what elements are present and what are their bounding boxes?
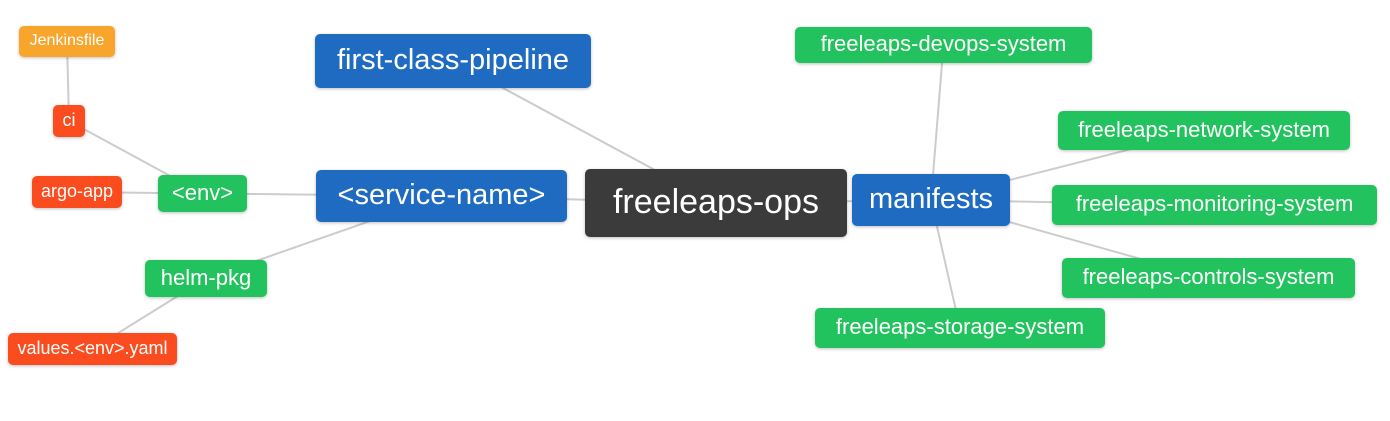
node-label: argo-app (40, 181, 114, 201)
mindmap-node-freeleaps-controls-system[interactable]: freeleaps-controls-system (1062, 258, 1355, 298)
mindmap-node-helm-pkg[interactable]: helm-pkg (145, 260, 267, 297)
mindmap-node-freeleaps-ops[interactable]: freeleaps-ops (585, 169, 847, 237)
mindmap-node-values-env-yaml[interactable]: values.<env>.yaml (8, 333, 177, 365)
node-label: manifests (868, 182, 994, 215)
node-label: freeleaps-controls-system (1082, 264, 1335, 289)
node-label: freeleaps-storage-system (835, 314, 1085, 339)
mindmap-node-env[interactable]: <env> (158, 175, 247, 212)
node-label: freeleaps-monitoring-system (1075, 191, 1354, 216)
node-label: values.<env>.yaml (17, 338, 168, 358)
mindmap-node-freeleaps-monitoring-system[interactable]: freeleaps-monitoring-system (1052, 185, 1377, 225)
mindmap-node-service-name[interactable]: <service-name> (316, 170, 567, 222)
node-label: Jenkinsfile (29, 31, 105, 49)
node-label: ci (62, 110, 76, 130)
node-label: <env> (171, 179, 234, 205)
node-label: freeleaps-devops-system (820, 31, 1067, 56)
node-label: <service-name> (337, 178, 546, 211)
node-label: first-class-pipeline (336, 43, 570, 76)
mindmap-node-manifests[interactable]: manifests (852, 174, 1010, 226)
mindmap-node-freeleaps-storage-system[interactable]: freeleaps-storage-system (815, 308, 1105, 348)
node-label: freeleaps-ops (612, 183, 819, 221)
mindmap-node-argo-app[interactable]: argo-app (32, 176, 122, 208)
node-label: freeleaps-network-system (1078, 116, 1330, 142)
mindmap-node-ci[interactable]: ci (53, 105, 85, 137)
node-label: helm-pkg (160, 264, 252, 290)
mindmap-node-first-class-pipeline[interactable]: first-class-pipeline (315, 34, 591, 88)
mindmap-node-freeleaps-network-system[interactable]: freeleaps-network-system (1058, 111, 1350, 150)
mindmap-node-freeleaps-devops-system[interactable]: freeleaps-devops-system (795, 27, 1092, 63)
mindmap-node-jenkinsfile[interactable]: Jenkinsfile (19, 26, 115, 57)
